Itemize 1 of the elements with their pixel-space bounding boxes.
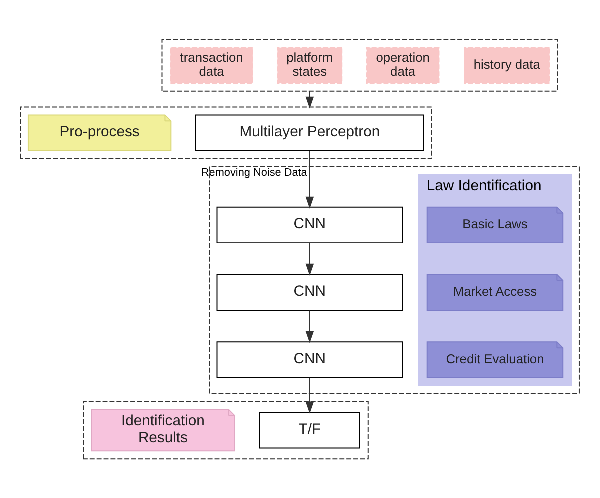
edge-label: Removing Noise Data	[201, 166, 308, 178]
